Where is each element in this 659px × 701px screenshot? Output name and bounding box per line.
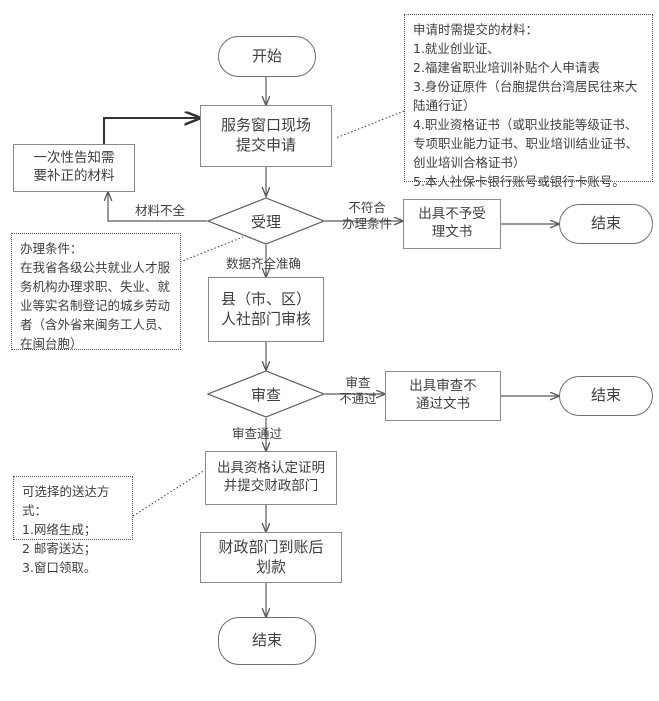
node-county-review-label: 县（市、区） 人社部门审核 [220,289,311,328]
edge-label-examine-pass: 审查通过 [232,426,283,441]
edge-label-data-complete: 数据齐全准确 [226,256,302,271]
node-notify-correction-label: 一次性告知需 要补正的材料 [33,150,115,184]
node-start-label: 开始 [251,46,282,65]
note-materials-required: 申请时需提交的材料： 1.就业创业证、 2.福建省职业培训补贴个人申请表 3.身… [404,14,653,189]
node-end-fail[interactable]: 结束 [559,376,653,416]
node-end-fail-label: 结束 [590,386,621,405]
node-issue-reject[interactable]: 出具不予受 理文书 [403,199,501,249]
node-issue-reject-label: 出具不予受 理文书 [418,206,486,240]
node-finance-transfer-label: 财政部门到账后 划款 [218,537,324,576]
node-notify-correction[interactable]: 一次性告知需 要补正的材料 [13,144,135,192]
note-delivery-methods: 可选择的送达方式： 1.网络生成； 2 邮寄送达； 3.窗口领取。 [13,476,133,575]
edge-correction-to-submit [102,118,200,144]
leader-delivery-note [132,469,206,517]
note-handling-conditions: 办理条件： 在我省各级公共就业人才服务机构办理求职、失业、就业等实名制登记的城乡… [11,233,181,351]
leader-materials-note [335,110,405,139]
edge-label-examine-fail: 审查 不通过 [339,375,377,407]
node-finance-transfer[interactable]: 财政部门到账后 划款 [200,532,342,583]
node-examine-decision[interactable]: 审查 [207,370,325,418]
node-issue-cert-label: 出具资格认定证明 并提交财政部门 [217,460,325,494]
node-end-final[interactable]: 结束 [218,617,316,665]
node-end-reject[interactable]: 结束 [559,204,653,244]
node-issue-fail[interactable]: 出具审查不 通过文书 [385,371,501,421]
node-accept-decision[interactable]: 受理 [207,197,325,245]
node-accept-decision-label: 受理 [250,212,281,231]
node-issue-cert[interactable]: 出具资格认定证明 并提交财政部门 [205,451,337,505]
node-submit-window[interactable]: 服务窗口现场 提交申请 [200,105,332,167]
edge-label-not-meet-conditions: 不符合 办理条件 [341,200,392,232]
node-submit-window-label: 服务窗口现场 提交申请 [220,116,311,154]
node-county-review[interactable]: 县（市、区） 人社部门审核 [208,277,324,342]
node-start[interactable]: 开始 [218,36,316,77]
node-end-reject-label: 结束 [590,214,621,233]
node-end-final-label: 结束 [251,631,282,650]
edge-label-materials-incomplete: 材料不全 [134,203,185,218]
node-issue-fail-label: 出具审查不 通过文书 [409,378,477,412]
node-examine-decision-label: 审查 [250,385,281,404]
